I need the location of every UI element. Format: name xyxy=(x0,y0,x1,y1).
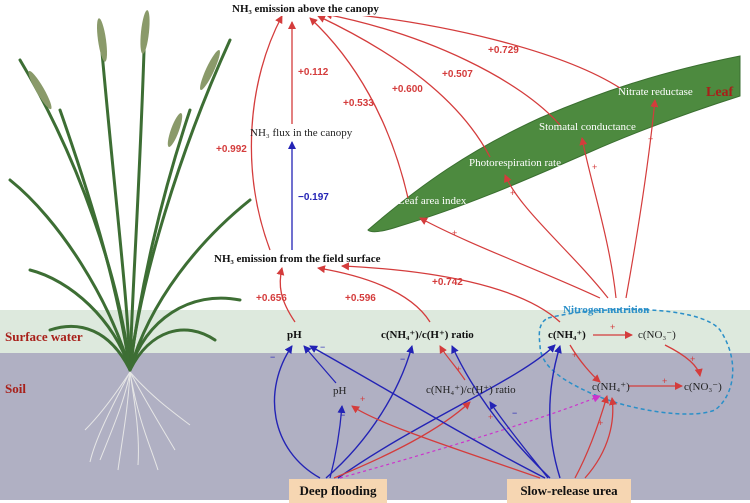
sign-minus: − xyxy=(270,352,275,362)
arrow-lai-to-canopy xyxy=(309,17,409,199)
arrow-sru-to-phs xyxy=(351,405,541,479)
coef-nh4-to-field: +0.742 xyxy=(432,277,463,288)
node-stomatal: Stomatal conductance xyxy=(539,121,636,133)
sign-minus: − xyxy=(512,408,517,418)
sign-plus: + xyxy=(592,162,597,172)
arrow-nh4w-to-nh4s xyxy=(569,344,601,383)
node-field-emission: NH₃ emission from the field surface xyxy=(214,253,381,265)
sign-plus: + xyxy=(510,188,515,198)
sign-plus: + xyxy=(488,412,493,422)
sign-plus: + xyxy=(598,418,603,428)
coef-field-to-canopy: +0.992 xyxy=(216,144,247,155)
coef-photo-to-canopy: +0.600 xyxy=(392,84,423,95)
node-ph-water: pH xyxy=(287,329,302,341)
zone-label-surface-water: Surface water xyxy=(5,329,83,344)
zone-label-soil: Soil xyxy=(5,381,26,396)
node-leaf-area-index: Leaf area index xyxy=(398,195,467,207)
arrow-field-to-canopy xyxy=(250,15,283,251)
node-nitrogen-nutrition: Nitrogen nutrition xyxy=(563,304,649,316)
arrow-photo-to-canopy xyxy=(317,15,491,158)
node-nh4-soil: c(NH₄⁺) xyxy=(592,381,630,393)
arrow-sru-to-nh4s-b xyxy=(584,397,617,479)
node-ratio-water: c(NH₄⁺)/c(H⁺) ratio xyxy=(381,329,474,341)
arrow-nn-to-lai xyxy=(419,217,601,299)
arrow-sru-to-nh4w xyxy=(549,345,562,479)
node-ph-soil: pH xyxy=(333,385,347,397)
sign-minus: − xyxy=(320,342,325,352)
arrow-nh4-to-field xyxy=(341,262,561,323)
arrow-ratio-to-field xyxy=(317,265,431,323)
node-nitrate-reductase: Nitrate reductase xyxy=(618,86,693,98)
node-ratio-soil: c(NH₄⁺)/c(H⁺) ratio xyxy=(426,384,516,396)
node-photorespiration: Photorespiration rate xyxy=(469,157,561,169)
coef-flux-to-canopy: +0.112 xyxy=(298,67,329,78)
sign-minus: − xyxy=(340,410,345,420)
sign-plus: + xyxy=(690,354,695,364)
node-no3-soil: c(NO₃⁻) xyxy=(684,381,722,393)
coef-nitrate-to-canopy: +0.729 xyxy=(488,45,519,56)
treatment-slow-release-urea: Slow-release urea xyxy=(507,479,631,503)
arrow-nitrate-to-canopy xyxy=(329,8,621,89)
coef-lai-to-canopy: +0.533 xyxy=(343,98,374,109)
arrow-df-to-phs xyxy=(329,405,346,479)
sign-plus: + xyxy=(572,350,577,360)
sign-plus: + xyxy=(456,364,461,374)
arrow-sru-to-ratios xyxy=(489,401,549,479)
arrow-no3w-to-no3s xyxy=(664,344,703,377)
sign-plus: + xyxy=(360,394,365,404)
sign-plus: + xyxy=(648,134,653,144)
node-nh4-water: c(NH₄⁺) xyxy=(548,329,586,341)
soil-band xyxy=(0,353,750,500)
sign-plus: + xyxy=(452,228,457,238)
arrow-ph-to-field xyxy=(276,267,296,323)
node-canopy-flux: NH₃ flux in the canopy xyxy=(250,127,353,139)
arrow-df-to-ratiow xyxy=(325,345,415,479)
coef-stomatal-to-canopy: +0.507 xyxy=(442,69,473,80)
arrow-sru-to-ratiow xyxy=(451,345,551,479)
node-canopy-emission: NH₃ emission above the canopy xyxy=(232,3,379,15)
sign-plus: + xyxy=(610,322,615,332)
sign-plus: + xyxy=(662,376,667,386)
coef-field-to-flux: −0.197 xyxy=(298,192,329,203)
arrow-sru-to-phw xyxy=(309,345,546,479)
treatment-deep-flooding: Deep flooding xyxy=(289,479,387,503)
nitrogen-nutrition-ring xyxy=(538,308,734,415)
arrow-sru-to-nh4s xyxy=(574,395,609,479)
arrow-stomatal-to-canopy xyxy=(324,11,561,126)
arrow-df-to-ratios xyxy=(333,401,471,479)
node-no3-water: c(NO₃⁻) xyxy=(638,329,676,341)
zone-label-leaf: Leaf xyxy=(706,85,734,100)
arrow-nn-to-stomatal xyxy=(579,137,617,299)
arrow-ratios-to-ratiow xyxy=(439,345,466,381)
arrow-df-to-phw xyxy=(273,345,321,479)
sign-minus: − xyxy=(400,354,405,364)
coef-ph-to-field: +0.656 xyxy=(256,293,287,304)
coef-ratio-to-field: +0.596 xyxy=(345,293,376,304)
arrow-nn-to-photo xyxy=(504,174,609,299)
arrow-df-to-nh4s xyxy=(339,394,601,479)
arrow-nn-to-nitrate xyxy=(625,99,659,299)
rice-plant-illustration xyxy=(8,10,252,471)
